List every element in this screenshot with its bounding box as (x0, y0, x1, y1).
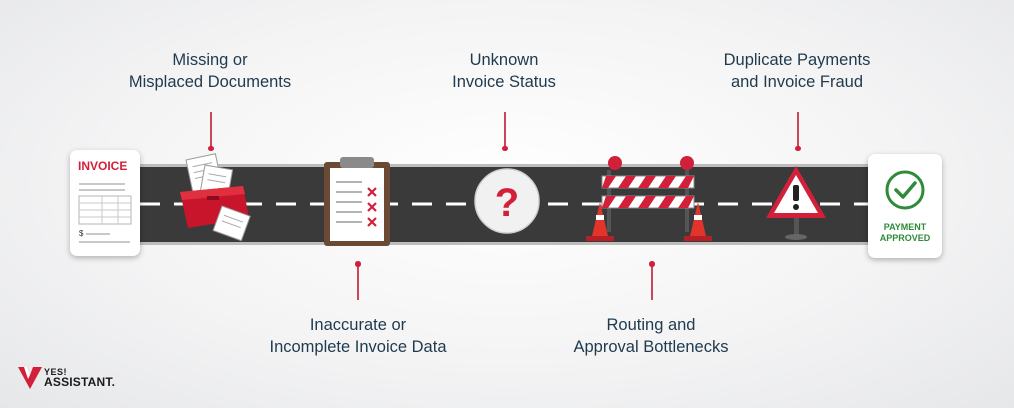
stage-label-missing-documents: Missing or Misplaced Documents (90, 49, 330, 93)
clipboard-icon (324, 157, 390, 246)
invoice-card: INVOICE $ (70, 150, 140, 256)
warning-sign-icon (766, 166, 826, 240)
stage-label-duplicate-payments: Duplicate Payments and Invoice Fraud (677, 49, 917, 93)
stage-label-inaccurate-data: Inaccurate or Incomplete Invoice Data (238, 314, 478, 358)
connector-missing-documents (208, 112, 213, 151)
stage-label-line: Routing and (606, 316, 696, 334)
document-box-icon (180, 153, 251, 242)
stage-label-line: Missing or (172, 51, 248, 69)
logo-text: YES! ASSISTANT. (44, 367, 116, 389)
stage-label-line: Incomplete Invoice Data (269, 338, 447, 356)
invoice-document-icon (78, 183, 132, 243)
connector-unknown-status (502, 112, 507, 151)
stage-label-line: Invoice Status (452, 73, 556, 91)
connector-inaccurate-data (355, 261, 360, 300)
logo-line1: YES! (44, 367, 68, 377)
stage-label-line: Misplaced Documents (128, 73, 292, 91)
payment-approved-card: PAYMENT APPROVED (868, 154, 942, 258)
connector-routing-bottlenecks (649, 261, 654, 300)
payment-approved-label: PAYMENT APPROVED (868, 222, 942, 244)
question-mark-icon: ? (474, 168, 540, 234)
checkmark-circle-icon (885, 170, 925, 210)
stage-label-line: Duplicate Payments (723, 51, 871, 69)
connector-duplicate-payments (795, 112, 800, 151)
logo-line2: ASSISTANT. (44, 375, 116, 389)
stage-label-line: Inaccurate or (309, 316, 407, 334)
invoice-title: INVOICE (78, 159, 128, 173)
dollar-symbol: $ (79, 229, 84, 238)
road-barrier-icon (586, 156, 712, 241)
stage-label-line: and Invoice Fraud (730, 73, 864, 91)
payment-approved-line: PAYMENT (883, 222, 927, 232)
stage-label-line: Approval Bottlenecks (573, 338, 729, 356)
payment-approved-line: APPROVED (879, 233, 931, 243)
stage-label-unknown-status: Unknown Invoice Status (384, 49, 624, 93)
stage-label-routing-bottlenecks: Routing and Approval Bottlenecks (531, 314, 771, 358)
stage-label-line: Unknown (469, 51, 539, 69)
yes-assistant-logo-icon (18, 367, 42, 389)
svg-text:?: ? (495, 181, 519, 225)
